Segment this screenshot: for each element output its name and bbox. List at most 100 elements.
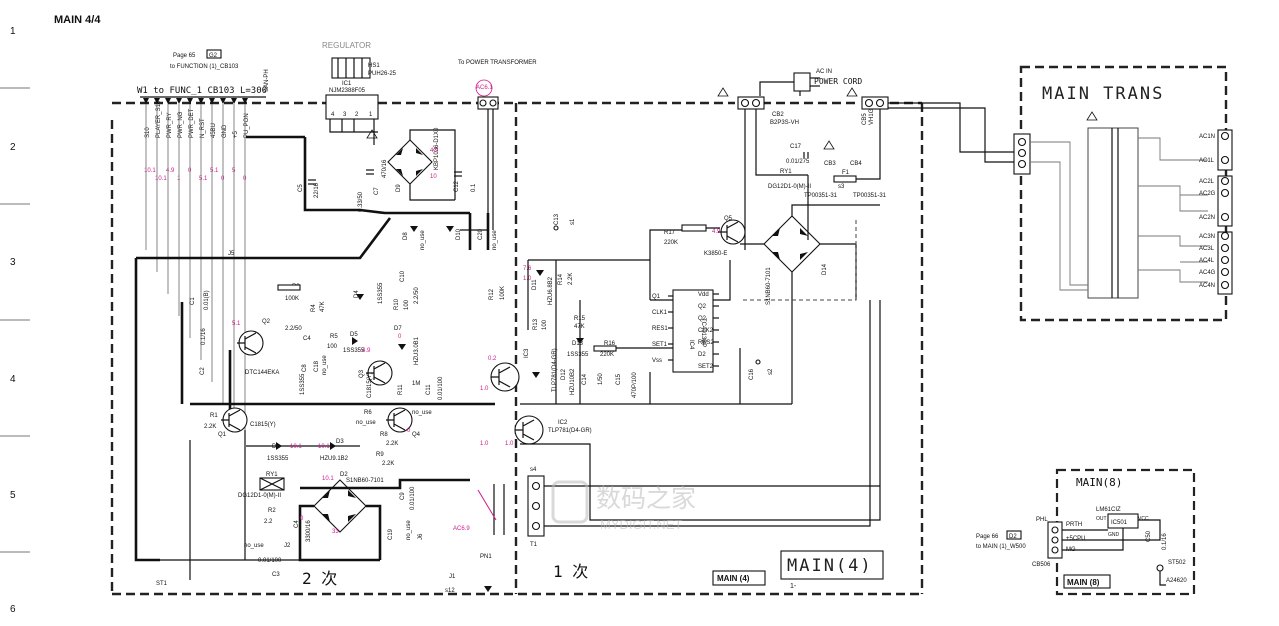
ac69-label: AC6.9 [453, 526, 470, 532]
cb5-label: CB5 [862, 113, 868, 125]
connector-w1: Page 65 G2 to FUNCTION (1)_CB103 W1 to F… [137, 49, 270, 448]
d3-label: D3 [336, 439, 344, 445]
d8-nouse: no_use [420, 230, 426, 250]
d4-label: D4 [354, 290, 360, 298]
connector-pin-marker [198, 98, 204, 104]
regulator-pin: 1 [369, 112, 373, 118]
r13-value: 100 [542, 319, 548, 330]
main8-ic-pin: VCC [1138, 516, 1149, 522]
main8-board: MAIN(8) PHL PRTH +5CPU MG LM61CIZ IC501 … [1032, 468, 1196, 596]
trans-tap-label: AC3N [1199, 234, 1215, 240]
f1-label: F1 [842, 170, 850, 176]
r1-value: 2.2K [204, 424, 216, 430]
r8-label: R8 [380, 432, 388, 438]
connector-pin-voltage: 10.1 [155, 176, 167, 182]
cb3-label: CB3 [824, 161, 836, 167]
s4-label: s4 [530, 467, 537, 473]
c11-value: 0.01/100 [438, 376, 444, 400]
trans-tap-terminal [1220, 131, 1230, 141]
trans-tap-terminal [1220, 188, 1230, 198]
j5-label: J5 [228, 251, 235, 257]
c14-value: 1/50 [598, 373, 604, 385]
connector-pin-label: PWR_DET [189, 108, 195, 138]
connector-pin-voltage: 5.1 [199, 176, 208, 182]
trans-tap-terminal [1220, 155, 1230, 165]
r16-value: 220K [600, 352, 614, 358]
main8-cap-val: 0.1/16 [1162, 533, 1168, 550]
svg-text:1.0: 1.0 [505, 441, 514, 447]
c5-value: 22/16 [314, 182, 320, 198]
d2-part: S1NB60-7101 [346, 478, 384, 484]
d12-part: HZU10B2 [570, 368, 576, 395]
cb2-part: B2P3S-VH [770, 120, 799, 126]
connector-pin-voltage: 5.1 [210, 168, 219, 174]
r14-label: R14 [558, 273, 564, 285]
row-number: 2 [10, 142, 16, 153]
c17-label: C17 [790, 144, 802, 150]
c8-label: C8 [302, 364, 308, 372]
r4-label: R4 [311, 304, 317, 312]
svg-text:0.2: 0.2 [488, 356, 497, 362]
main8-cb: CB506 [1032, 562, 1051, 568]
ic3-part: TLP781(D4-GR) [552, 348, 558, 392]
c9-label: C9 [400, 492, 406, 500]
d11-label: D11 [532, 279, 538, 290]
ic4-pin-left: CLK1 [652, 310, 668, 316]
r4-value: 47K [320, 301, 326, 312]
secondary-relay-drive: Q1 C1815(Y) R1 2.2K Q4 R6 no_use R8 2.2K… [189, 407, 432, 580]
main-trans: MAIN TRANS AC1NAC1LAC2LAC2GAC2NAC3NAC3LA… [1013, 65, 1233, 322]
trans-tap-label: AC4L [1199, 258, 1215, 264]
trans-tap-label: AC1N [1199, 134, 1215, 140]
main8-ref: Page 66 D2 to MAIN (1)_W500 [976, 530, 1026, 550]
sheet-title: MAIN 4/4 [54, 14, 101, 26]
svg-text:0: 0 [407, 428, 411, 434]
connector-ref-code: G2 [209, 53, 218, 59]
q1-label: Q1 [218, 432, 227, 438]
trans-tap-label: AC2G [1199, 191, 1216, 197]
trans-tap-terminal [1220, 231, 1230, 241]
r10-label: R10 [394, 298, 400, 310]
r13-label: R13 [533, 318, 539, 330]
ic4-pin-right: Q2 [698, 316, 707, 322]
connector-pin-marker [209, 98, 215, 104]
j2-label: J2 [284, 543, 291, 549]
ic4-pin-right: RES2 [698, 340, 714, 346]
cb2-label: CB2 [772, 112, 784, 118]
connector-pin-marker [231, 98, 237, 104]
d7-label: D7 [394, 326, 402, 332]
r12-value: 100K [500, 286, 506, 300]
r2-label: R2 [268, 508, 276, 514]
main8-ic-pin: OUT [1096, 516, 1107, 522]
main8-ic-part: LM61CIZ [1096, 507, 1121, 513]
r9-value: 2.2K [382, 461, 394, 467]
regulator-part: NJM2388F05 [329, 88, 366, 94]
main8-title: MAIN(8) [1076, 476, 1122, 489]
c3-label: C3 [272, 572, 280, 578]
j2-nouse: no_use [244, 543, 264, 549]
main4-page-label: MAIN(4) [787, 556, 873, 576]
ic4-pin-left: RES1 [652, 326, 668, 332]
c12-value: 0.1 [471, 183, 477, 192]
optocoupler-ic3: IC3 TLP781(D4-GR) D12 HZU10B2 C14 1/50 C… [480, 348, 792, 405]
j6-label: J6 [418, 533, 424, 540]
connector-pin-label: PWR_RY [167, 112, 173, 138]
svg-text:10.1: 10.1 [322, 476, 334, 482]
c19-label: C19 [388, 528, 394, 540]
ic4-pin-right: Vdd [698, 292, 709, 298]
bridge-d9: D9 KBP1036-D1X0 4.910 C12 0.1 C5 22/16 0… [298, 127, 477, 212]
connector-pin-label: GND [222, 124, 228, 138]
ry1-part: DG12D1-0(M)-II [238, 493, 281, 499]
svg-text:4.9: 4.9 [362, 348, 371, 354]
c15-label: C15 [616, 373, 622, 385]
c4-value: 2.2/50 [285, 326, 302, 332]
trans-tap-terminal [1220, 212, 1230, 222]
trans-tap-terminal [1220, 280, 1230, 290]
connector-san-ph: SAN-PH [264, 69, 270, 92]
s1-label: s1 [570, 218, 576, 225]
main8-pin: +5CPU [1066, 536, 1086, 542]
r3-value: 100K [285, 296, 299, 302]
watermark-en: MYDIGIT.NET [600, 517, 682, 532]
st1-label: ST1 [156, 581, 168, 587]
connector-pin-marker [165, 98, 171, 104]
